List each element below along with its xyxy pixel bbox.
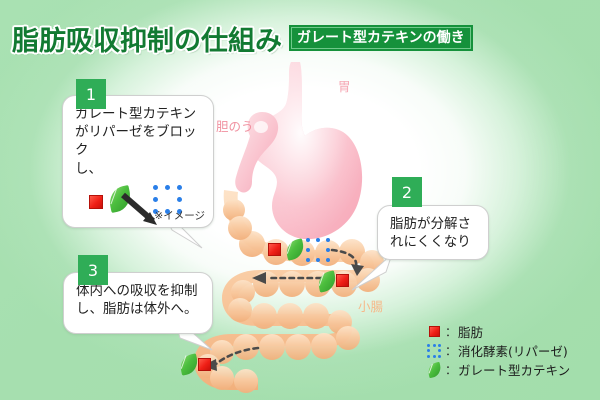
fat-square-icon — [268, 243, 281, 256]
legend-item: ： ガレート型カテキン — [424, 360, 594, 379]
callout-1-note: ※イメージ — [154, 210, 205, 222]
callout-2-tail — [351, 252, 394, 291]
label-stomach: 胃 — [338, 79, 351, 94]
legend-item: ： 消化酵素(リパーゼ) — [424, 341, 594, 360]
gallbladder-shape — [235, 112, 279, 193]
legend-separator: ： — [445, 325, 458, 339]
step-badge-3: 3 — [78, 255, 108, 285]
legend-item: ： 脂肪 — [424, 322, 594, 341]
enzyme-dots-icon — [424, 343, 444, 359]
legend-separator: ： — [445, 344, 458, 358]
fat-square-icon — [198, 358, 211, 371]
callout-step-2: 脂肪が分解さ れにくくなり — [377, 205, 489, 260]
callout-1-diagram — [89, 181, 209, 225]
block-arrow-icon — [121, 192, 157, 225]
callout-step-1: ガレート型カテキン がリパーゼをブロック し、 ※イメージ — [62, 95, 214, 228]
step-badge-1: 1 — [76, 79, 106, 109]
legend: ： 脂肪 ： 消化酵素(リパーゼ) — [424, 322, 594, 379]
label-small-intestine: 小腸 — [358, 299, 384, 314]
catechin-leaf-icon — [424, 361, 444, 378]
label-gallbladder: 胆のう — [216, 119, 254, 134]
title-bar: 脂肪吸収抑制の仕組み ガレート型カテキンの働き — [0, 18, 600, 58]
callout-step-3-text: 体内への吸収を抑制 し、脂肪は体外へ。 — [76, 283, 198, 318]
legend-separator: ： — [445, 363, 458, 377]
page-title: 脂肪吸収抑制の仕組み — [12, 25, 282, 57]
callout-step-1-text: ガレート型カテキン がリパーゼをブロック し、 — [75, 106, 197, 177]
callout-step-2-text: 脂肪が分解さ れにくくなり — [390, 216, 471, 251]
subtitle-text: ガレート型カテキンの働き — [297, 29, 465, 46]
legend-label: 脂肪 — [458, 325, 484, 340]
enzyme-dots-icon — [153, 185, 183, 215]
fat-square-icon — [424, 324, 444, 340]
legend-label: 消化酵素(リパーゼ) — [458, 344, 568, 359]
subtitle-badge: ガレート型カテキンの働き — [289, 25, 473, 51]
step-badge-2: 2 — [392, 177, 422, 207]
fat-square-icon — [89, 195, 103, 209]
fat-square-icon — [336, 274, 349, 287]
enzyme-dots-icon — [306, 238, 330, 262]
legend-label: ガレート型カテキン — [458, 363, 571, 378]
stomach-shape — [250, 62, 363, 240]
